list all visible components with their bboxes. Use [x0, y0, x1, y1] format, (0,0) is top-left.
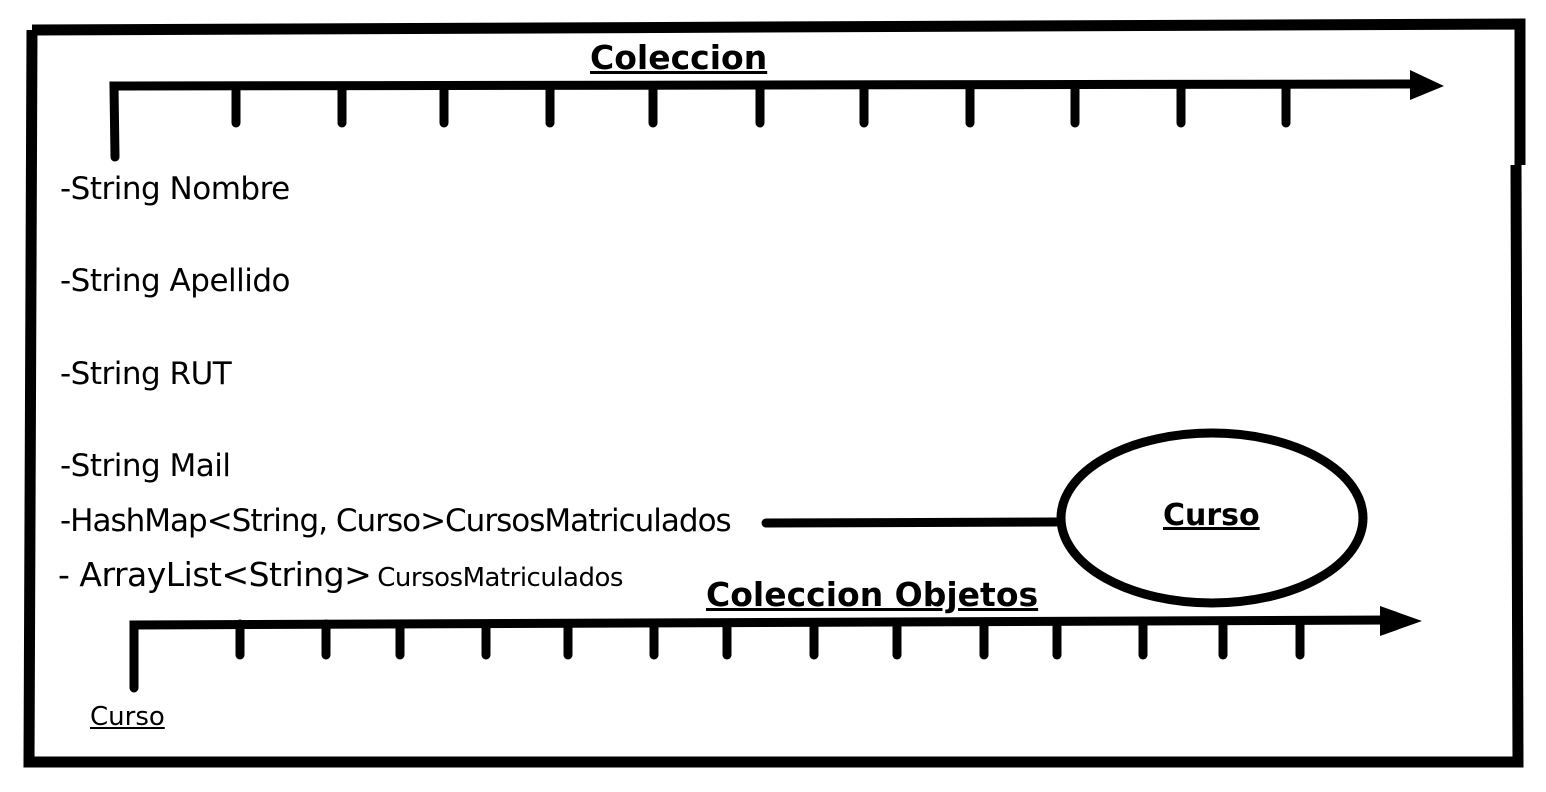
curso-node-ellipse [1056, 428, 1368, 608]
objects-collection-title: Coleccion Objetos [706, 575, 1039, 614]
attribute-rut: -String RUT [60, 356, 232, 392]
attribute-hashmap: -HashMap<String, Curso>CursosMatriculado… [60, 503, 732, 539]
arraylist-name: CursosMatriculados [377, 563, 623, 593]
collection-axis-arrowhead [1410, 70, 1444, 100]
attribute-nombre: -String Nombre [60, 171, 290, 207]
objects-collection-axis-ticks [235, 619, 1305, 660]
collection-axis-ticks [231, 83, 1291, 128]
collection-axis-line [109, 79, 1417, 162]
collection-axis [109, 79, 1417, 162]
hashmap-to-curso-connector [761, 517, 1061, 528]
attribute-arraylist: - ArrayList<String>CursosMatriculados [58, 558, 623, 591]
objects-collection-axis-line [129, 615, 1397, 693]
objects-axis-label: Curso [90, 702, 165, 732]
outer-frame [23, 18, 1526, 768]
curso-node-label: Curso [1163, 498, 1260, 533]
collection-title: Coleccion [590, 38, 768, 77]
objects-collection-axis-arrowhead [1380, 606, 1422, 636]
attribute-mail: -String Mail [60, 448, 231, 484]
objects-collection-axis [129, 615, 1397, 693]
arraylist-prefix: - ArrayList<String> [58, 555, 372, 594]
attribute-apellido: -String Apellido [60, 263, 291, 299]
